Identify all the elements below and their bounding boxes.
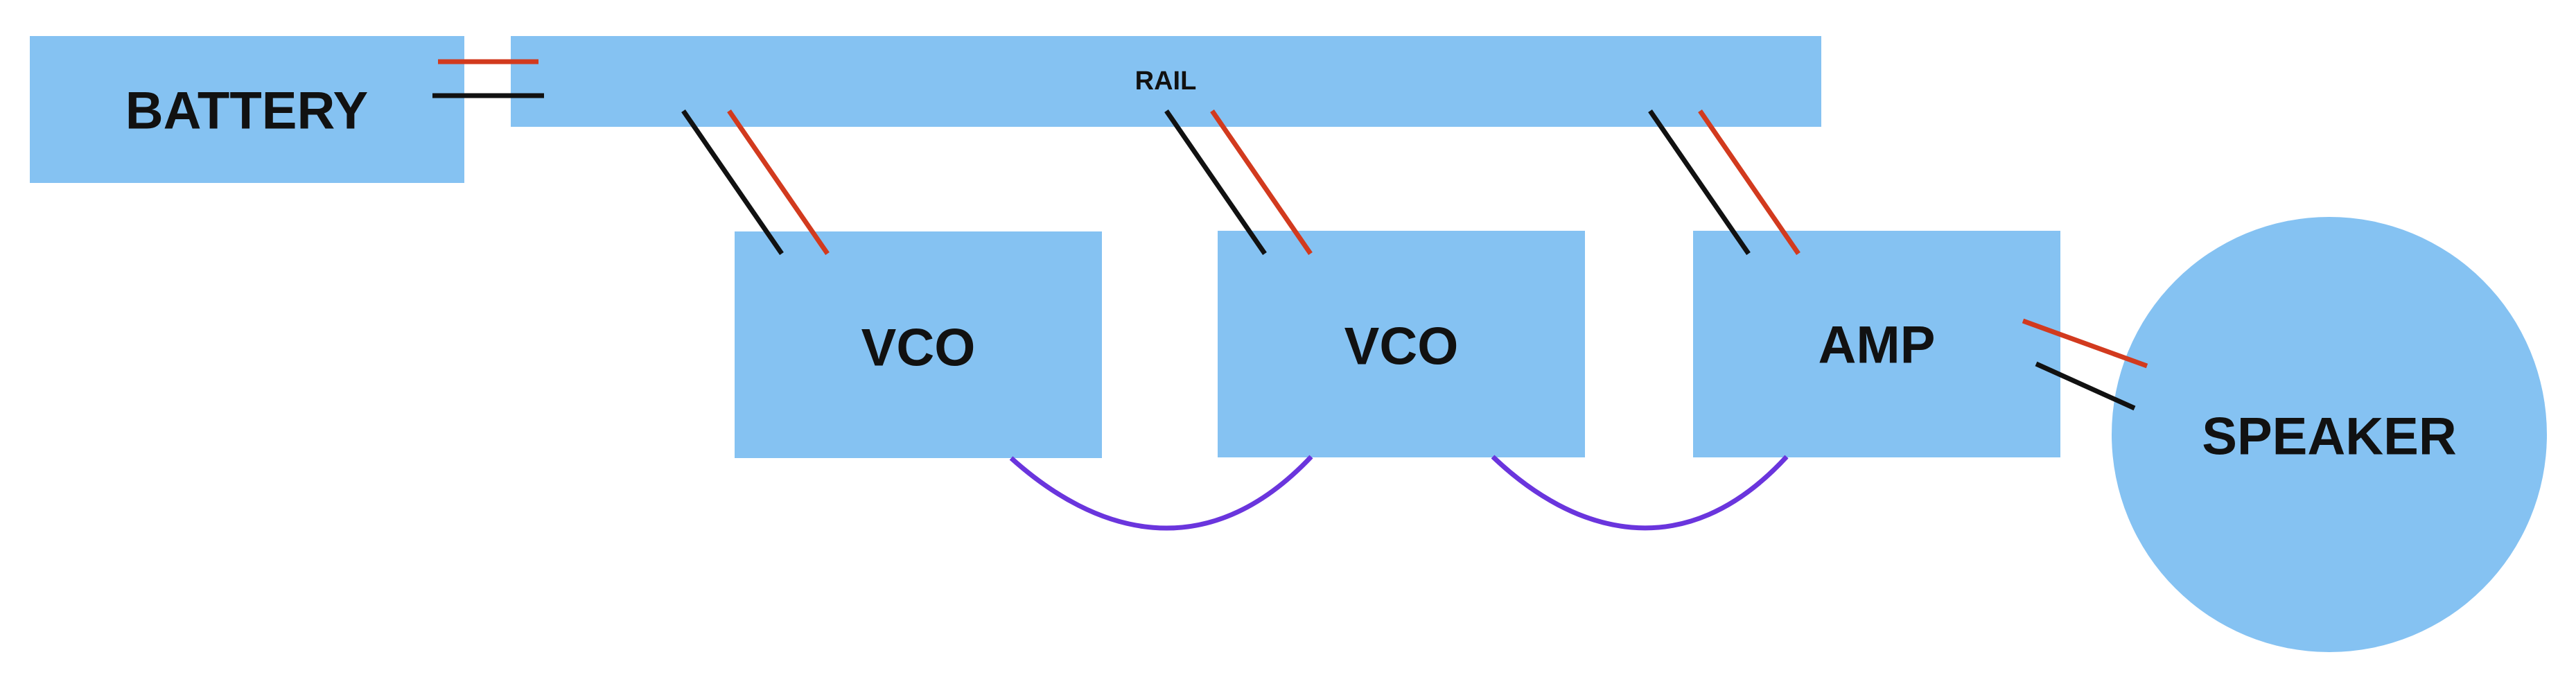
amp-node: AMP (1693, 231, 2060, 457)
vco-1-label: VCO (861, 319, 976, 378)
speaker-negative-wire (2035, 361, 2136, 411)
amp-box (1693, 231, 2060, 457)
vco-1-negative-wire (681, 109, 784, 255)
battery-label: BATTERY (125, 82, 368, 141)
vco-2-label: VCO (1344, 317, 1459, 376)
speaker-circle (2112, 217, 2547, 652)
vco-2-node: VCO (1218, 231, 1585, 457)
amp-positive-wire (1698, 109, 1800, 255)
vco-2-box (1218, 231, 1585, 457)
vco-2-negative-wire (1164, 109, 1267, 255)
battery-node: BATTERY (30, 36, 464, 183)
amp-label: AMP (1819, 316, 1936, 375)
speaker-node: SPEAKER (2112, 217, 2547, 652)
vco-2-positive-wire (1210, 109, 1313, 255)
battery-box (30, 36, 464, 183)
amp-negative-wire (1648, 109, 1751, 255)
vco-1-to-vco-2-signal-cable (1009, 455, 1313, 531)
speaker-positive-wire (2022, 318, 2148, 369)
vco-1-node: VCO (735, 231, 1102, 458)
vco-2-to-amp-signal-cable (1491, 455, 1789, 531)
vco-1-positive-wire (727, 109, 830, 255)
rail-label: RAIL (1135, 67, 1197, 96)
vco-1-box (735, 231, 1102, 458)
speaker-label: SPEAKER (2202, 407, 2456, 466)
